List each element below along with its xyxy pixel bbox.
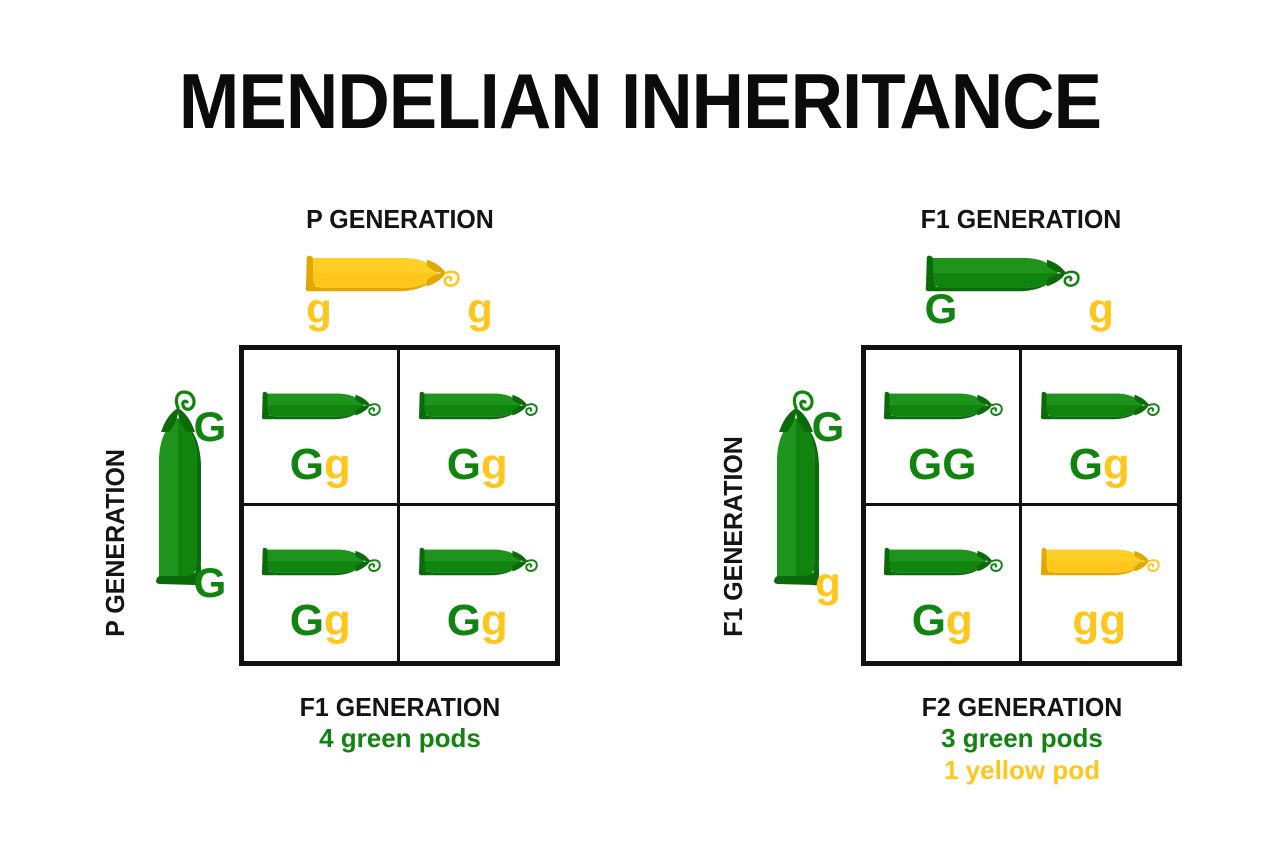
punnett-cell[interactable]: gg [1022,506,1178,662]
genotype-label: GG [908,443,976,487]
footer-result-line: 3 green pods [941,723,1103,753]
genotype-allele-1: G [942,440,977,490]
punnett-cell[interactable]: Gg [1021,350,1177,506]
top-generation-label-right: F1 GENERATION [920,204,1122,234]
genotype-allele-1: g [945,595,973,645]
genotype-allele-0: G [1068,440,1103,490]
offspring-pod-icon [1038,382,1160,433]
genotype-allele-1: g [1102,440,1130,490]
genotype-allele-0: G [289,440,324,490]
genotype-allele-0: G [446,595,481,645]
offspring-pod-icon [416,382,538,433]
genotype-allele-1: g [323,595,351,645]
genotype-label: Gg [446,595,508,645]
offspring-pod-icon [259,538,381,589]
page-title: MENDELIAN INHERITANCE [178,57,1102,145]
punnett-cell[interactable]: Gg [866,505,1022,661]
genotype-label: Gg [290,443,351,487]
punnett-cell[interactable]: Gg [244,505,400,661]
genotype-allele-1: g [323,440,351,490]
offspring-pod-icon [1038,538,1160,589]
column-allele-right-1: g [1088,285,1114,332]
footer-generation-label-right: F2 GENERATION [921,692,1123,722]
column-allele-left-1: g [467,285,493,332]
genotype-allele-0: G [289,595,324,645]
column-allele-left-0: g [306,285,332,332]
offspring-pod-icon [881,538,1003,589]
genotype-label: Gg [911,595,973,645]
offspring-pod-icon [259,382,381,433]
punnett-cell[interactable]: Gg [400,506,556,662]
punnett-cell[interactable]: Gg [244,350,400,506]
punnett-cell[interactable]: Gg [399,350,555,506]
genotype-allele-1: g [1099,595,1127,645]
row-allele-left-0: G [193,403,227,450]
column-allele-right-0: G [924,285,958,332]
punnett-cell[interactable]: GG [866,350,1022,506]
genotype-allele-0: G [446,440,481,490]
parent-pod-side-left [140,390,224,590]
footer-result-line: 1 yellow pod [943,754,1101,785]
side-generation-label-left: P GENERATION [100,449,130,637]
genotype-allele-0: g [1072,595,1100,645]
row-allele-left-1: G [193,559,227,606]
footer-generation-label-left: F1 GENERATION [299,692,501,722]
offspring-pod-icon [881,382,1003,433]
parent-pod-top-left [302,243,460,309]
parent-pod-top-right [922,243,1080,309]
genotype-label: Gg [447,443,508,487]
genotype-allele-0: G [908,440,943,490]
footer-result-line: 4 green pods [319,723,481,753]
genotype-label: gg [1072,595,1127,645]
top-generation-label-left: P GENERATION [306,204,494,234]
genotype-allele-1: g [480,440,508,490]
genotype-label: Gg [289,595,351,645]
genotype-allele-0: G [911,595,946,645]
parent-pod-side-right [758,390,842,590]
row-allele-right-1: g [815,559,841,606]
offspring-pod-icon [416,538,538,589]
side-generation-label-right: F1 GENERATION [718,436,748,637]
genotype-label: Gg [1069,443,1130,487]
row-allele-right-0: G [811,403,845,450]
genotype-allele-1: g [480,595,508,645]
